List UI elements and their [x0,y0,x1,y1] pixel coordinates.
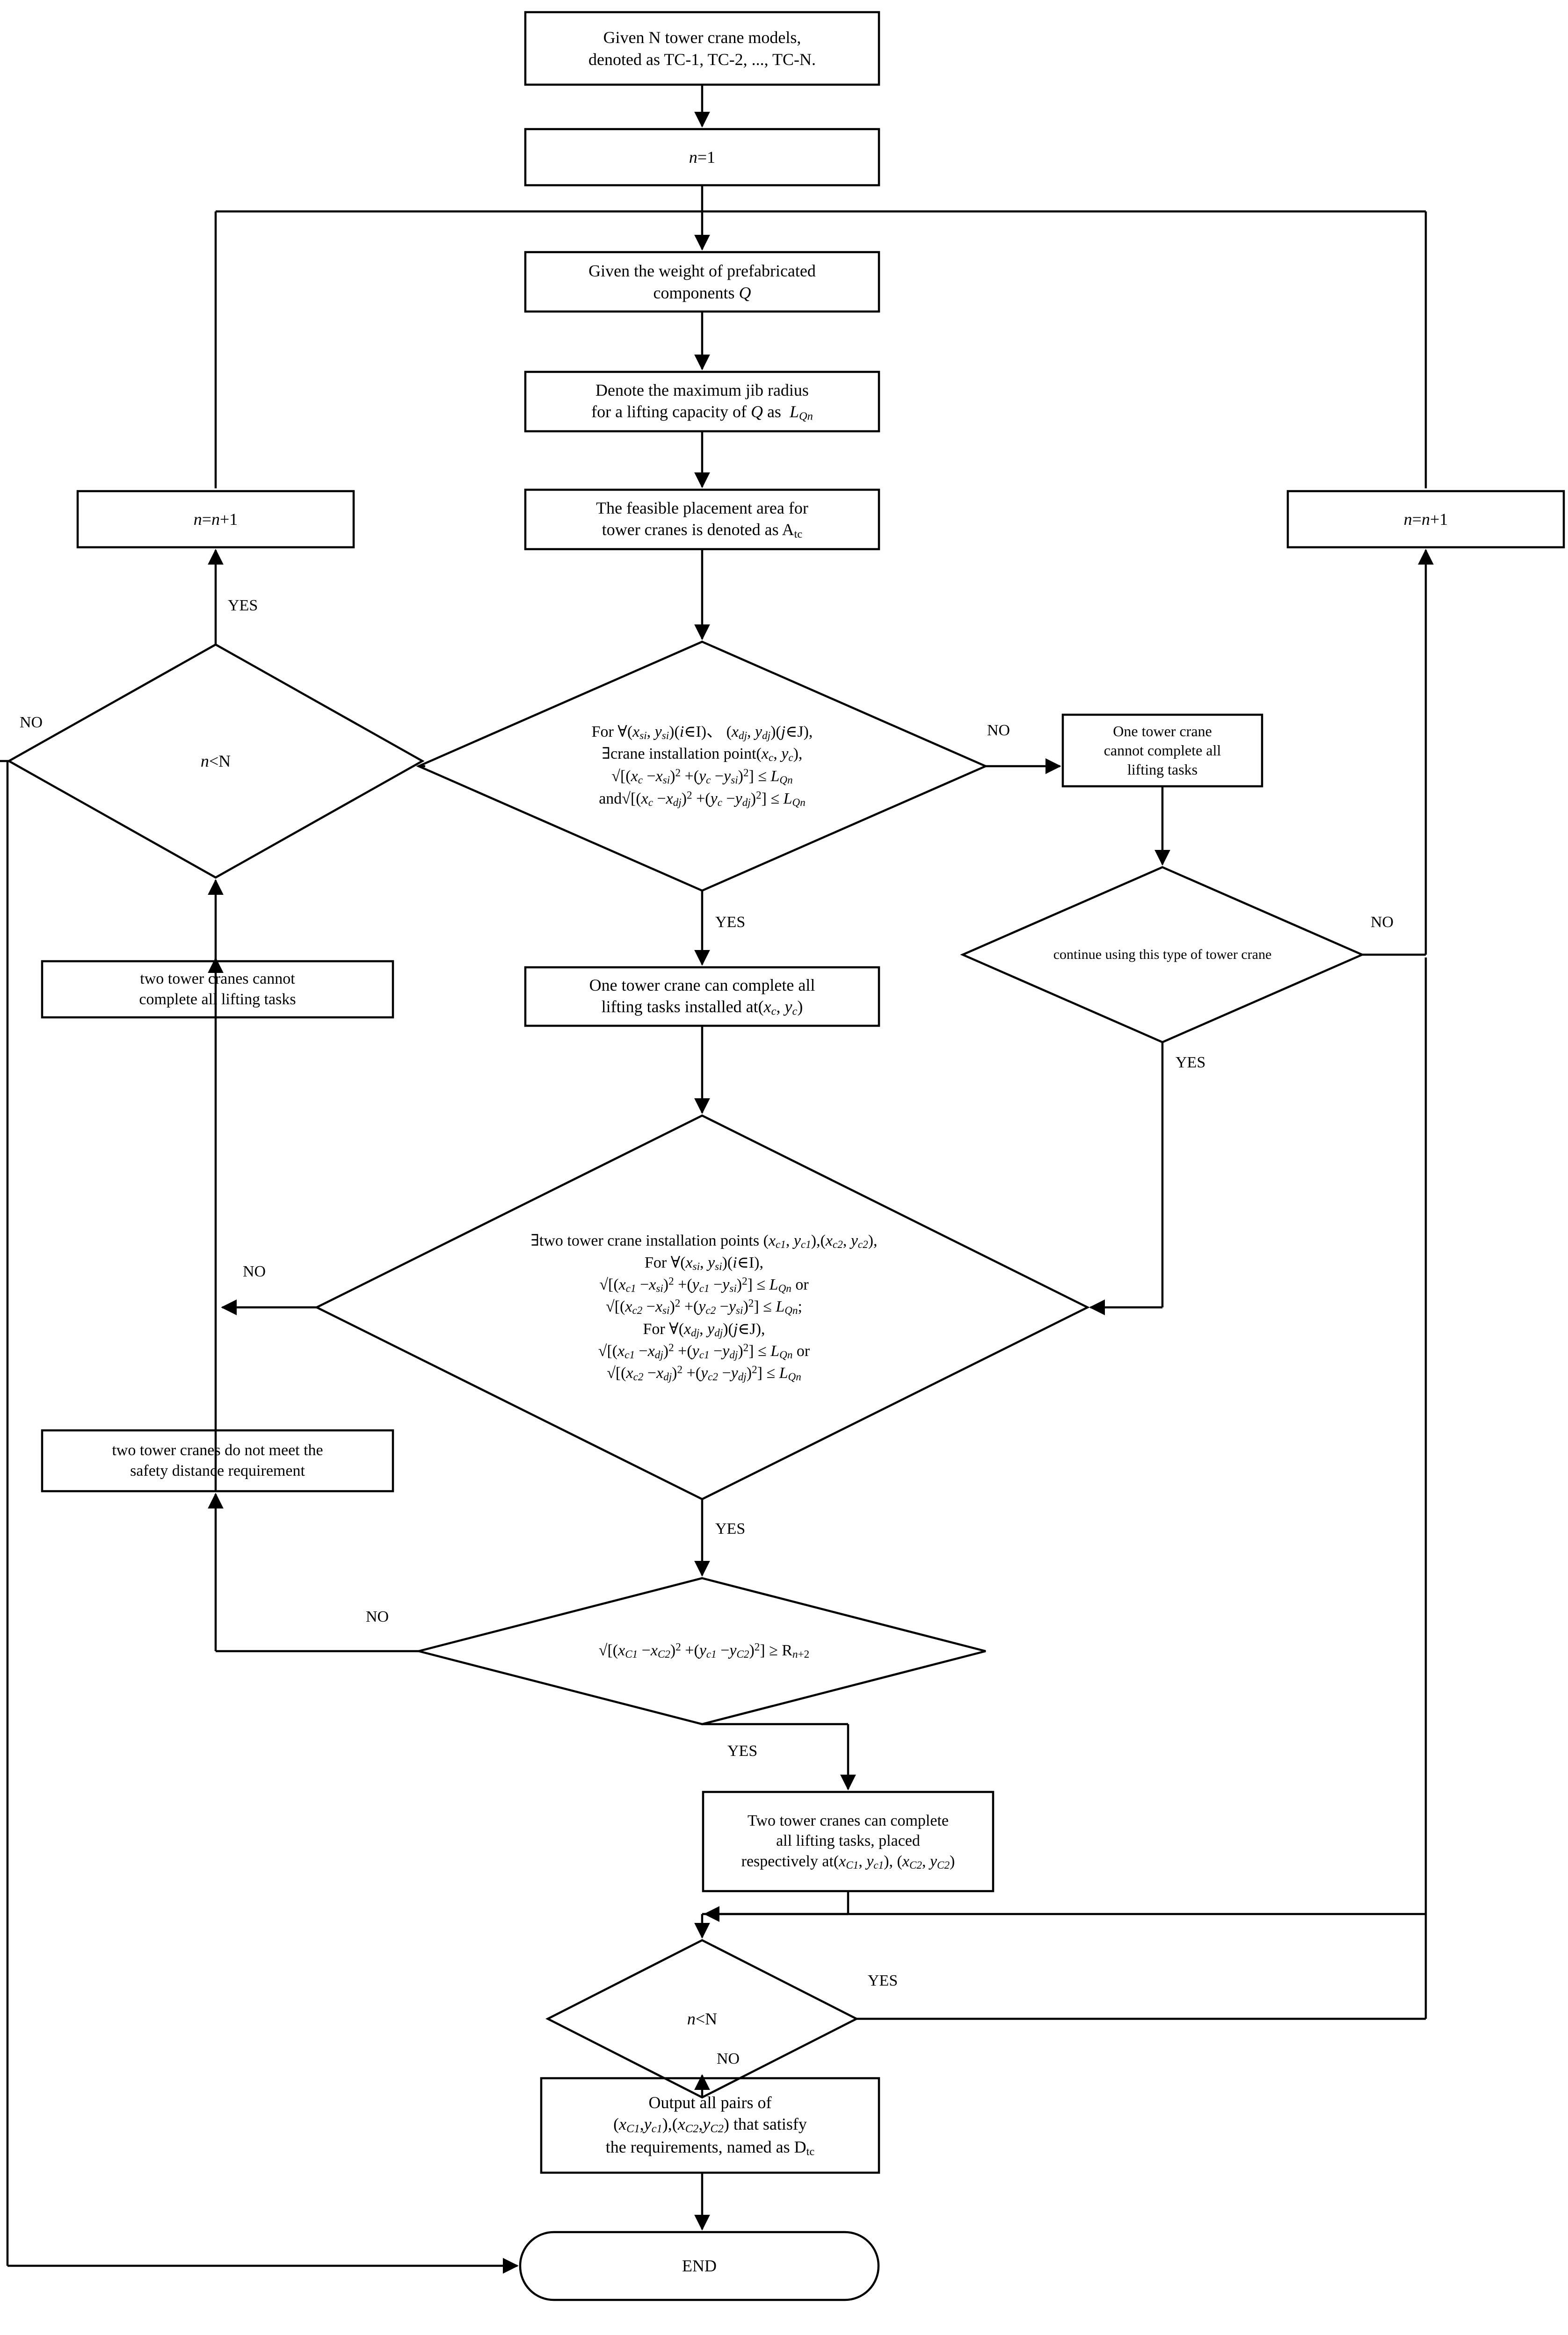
label-no-continue-type: NO [1371,914,1394,931]
shape-one-crane-fail [1061,713,1263,788]
shape-decision-one-crane [416,640,988,892]
label-yes-left-increment: YES [228,597,258,614]
label-yes-safety: YES [727,1742,758,1760]
shape-decision-n-left [7,643,425,879]
shape-decision-safety [418,1577,986,1726]
shape-increment-left [76,490,355,549]
label-no-left-nlt: NO [20,714,43,731]
shape-one-crane-ok [524,966,880,1027]
label-no-safety: NO [366,1608,389,1625]
shape-decision-continue [960,866,1365,1044]
shape-decision-two-cranes [314,1114,1090,1501]
label-no-one-crane: NO [987,722,1010,739]
label-yes-continue-type: YES [1176,1054,1206,1071]
shape-weight [524,251,880,313]
label-yes-two-cranes: YES [715,1520,746,1537]
shape-start [524,11,880,86]
shape-two-cranes-ok [702,1791,995,1893]
shape-output [540,2077,880,2174]
shape-init-n [524,128,880,187]
label-no-two-cranes: NO [243,1263,266,1280]
shape-decision-n-bottom [545,1939,859,2099]
shape-jib-radius [524,370,880,433]
shape-end [519,2231,880,2301]
label-yes-one-crane: YES [715,914,746,931]
shape-safety-fail [41,1429,394,1493]
shape-two-cranes-fail [41,960,394,1019]
label-no-bottom-nlt: NO [717,2050,740,2067]
label-yes-bottom-nlt: YES [868,1972,898,1989]
shape-increment-right [1286,490,1565,549]
shape-feasible-area [524,488,880,551]
